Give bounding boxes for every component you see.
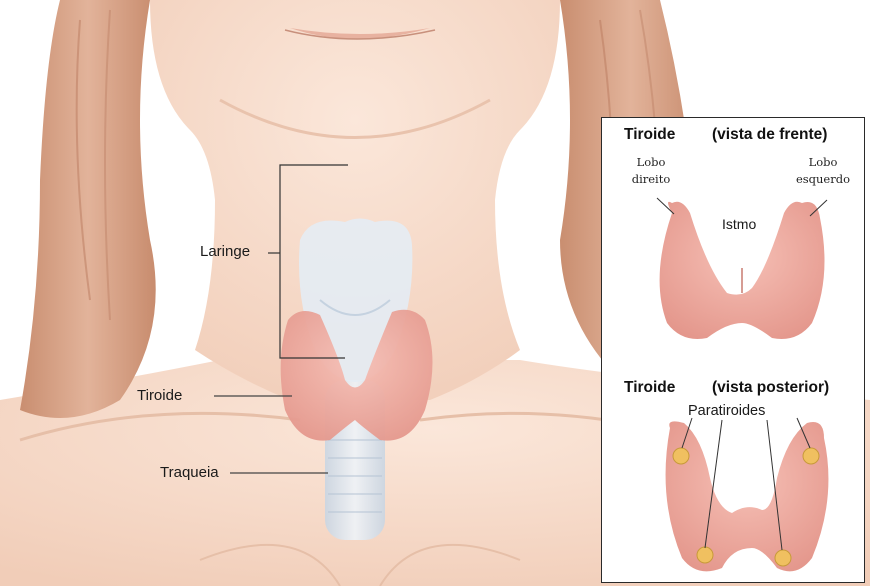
posterior-view-title: Tiroide	[624, 379, 675, 397]
front-view-subtitle: (vista de frente)	[712, 126, 827, 144]
parathyroid-upper-left	[673, 448, 689, 464]
right-lobe-label: Lobo direito	[626, 154, 676, 188]
thyroid-label: Tiroide	[137, 387, 182, 404]
posterior-thyroid-shape	[666, 421, 829, 571]
larynx-label: Laringe	[200, 243, 250, 260]
posterior-view-subtitle: (vista posterior)	[712, 379, 829, 397]
left-lobe-label: Lobo esquerdo	[790, 154, 856, 188]
parathyroid-upper-right	[803, 448, 819, 464]
parathyroid-lower-right	[775, 550, 791, 566]
parathyroids-label: Paratiroides	[688, 403, 765, 419]
isthmus-label: Istmo	[722, 216, 756, 232]
inset-panel: Tiroide (vista de frente) Lobo direito L…	[601, 117, 865, 583]
front-view-title: Tiroide	[624, 126, 675, 144]
parathyroid-lower-left	[697, 547, 713, 563]
trachea-label: Traqueia	[160, 464, 219, 481]
